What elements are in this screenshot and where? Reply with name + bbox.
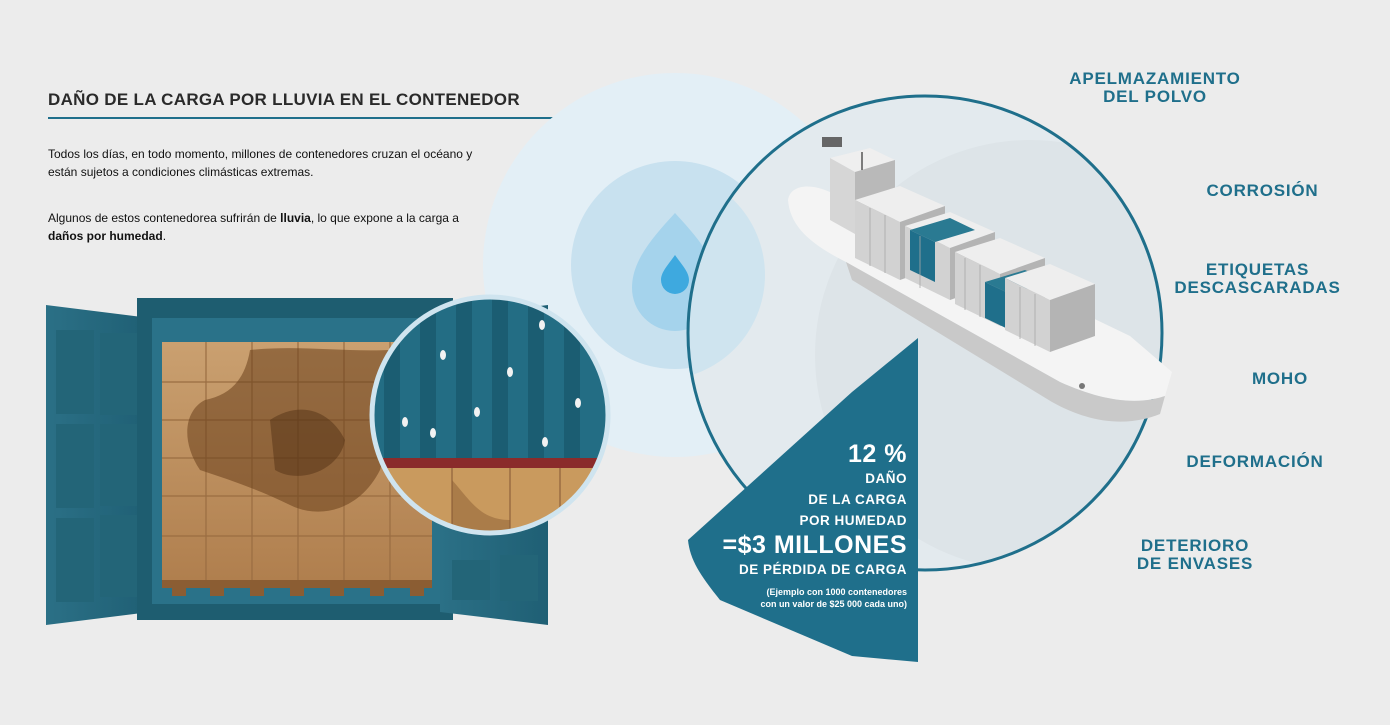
intro-emphasis-damage: daños por humedad — [48, 229, 163, 243]
loss-amount: =$3 MILLONES — [722, 531, 907, 559]
example-note-line-1: (Ejemplo con 1000 contenedores — [766, 587, 907, 597]
effect-corrosion: CORROSIÓN — [1206, 181, 1319, 200]
damage-label-3: POR HUMEDAD — [799, 513, 907, 528]
title-underline — [48, 117, 793, 119]
intro-paragraph-2: Algunos de estos contenedorea sufrirán d… — [48, 209, 478, 245]
intro-emphasis-rain: lluvia — [280, 211, 311, 225]
loss-label: DE PÉRDIDA DE CARGA — [738, 562, 907, 577]
example-note-line-2: con un valor de $25 000 cada uno) — [760, 599, 907, 609]
rain-droplets — [402, 320, 581, 447]
effect-packaging-deterioration: DETERIORO DE ENVASES — [1136, 536, 1254, 573]
cargo-ship — [788, 137, 1172, 422]
intro-text: , lo que expone a la carga a — [310, 211, 459, 225]
example-note: (Ejemplo con 1000 contenedores con un va… — [690, 586, 907, 610]
water-stain — [187, 348, 390, 512]
intro-paragraph-1: Todos los días, en todo momento, millone… — [48, 147, 473, 179]
damage-percent: 12 % — [848, 440, 907, 468]
stats-block: 12 % DAÑO DE LA CARGA POR HUMEDAD =$3 MI… — [690, 440, 907, 610]
page-title: DAÑO DE LA CARGA POR LLUVIA EN EL CONTEN… — [48, 90, 520, 109]
damage-label-2: DE LA CARGA — [808, 492, 907, 507]
intro-text: . — [162, 229, 167, 243]
stats-wedge — [688, 338, 918, 662]
damage-label-1: DAÑO — [865, 471, 907, 486]
effect-mold: MOHO — [1251, 369, 1309, 388]
effect-peeling-labels: ETIQUETAS DESCASCARADAS — [1174, 260, 1341, 297]
zoom-detail — [369, 294, 611, 536]
water-drop-icon — [661, 255, 689, 294]
effect-deformation: DEFORMACIÓN — [1186, 452, 1324, 471]
intro-text: Algunos de estos contenedorea sufrirán d… — [48, 211, 281, 225]
effect-dust-caking: APELMAZAMIENTO DEL POLVO — [1069, 69, 1241, 106]
